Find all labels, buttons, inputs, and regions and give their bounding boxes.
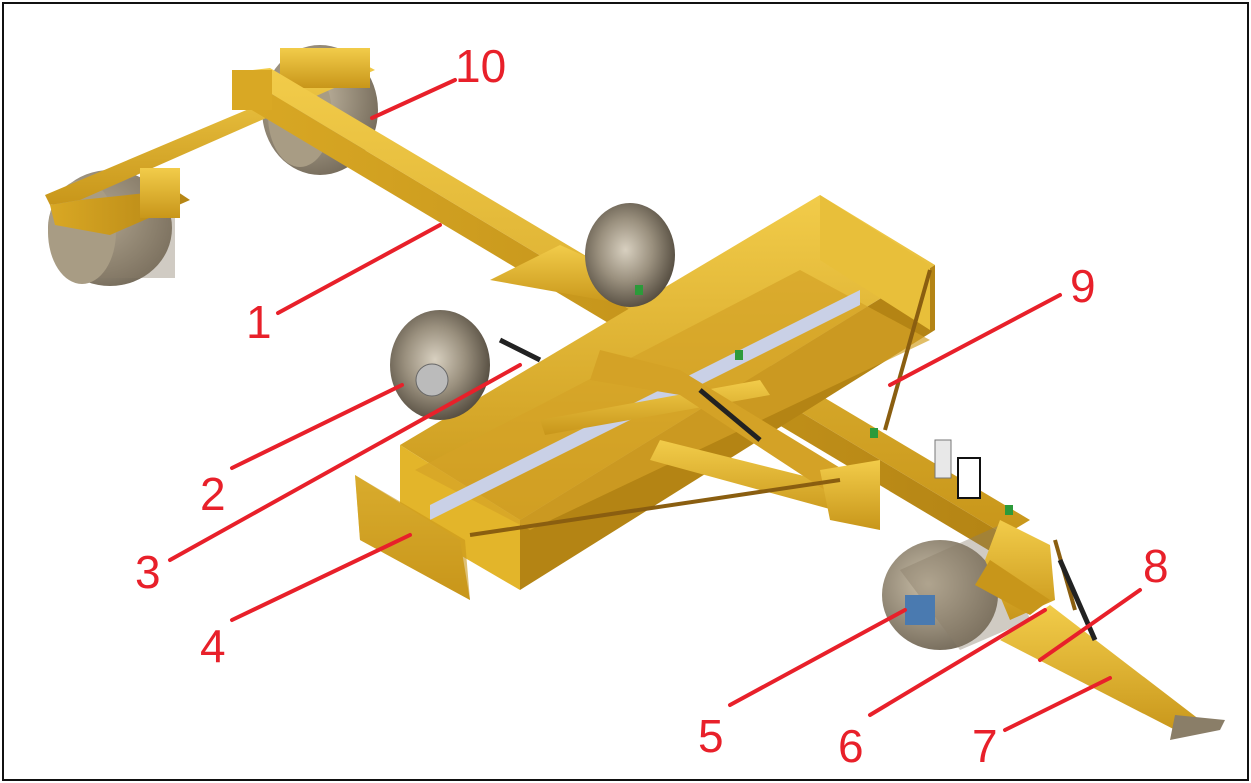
subframe-arms xyxy=(490,245,880,530)
leader-4 xyxy=(230,533,412,622)
leader-1 xyxy=(276,223,442,315)
front-wheel-left xyxy=(390,310,490,420)
callout-labels: 1 2 3 4 5 6 7 8 9 10 xyxy=(135,40,1169,772)
callout-3: 3 xyxy=(135,546,161,598)
callout-6: 6 xyxy=(838,720,864,772)
callout-10: 10 xyxy=(455,40,506,92)
leader-7 xyxy=(1003,676,1112,732)
callout-4: 4 xyxy=(200,620,226,672)
callout-8: 8 xyxy=(1143,540,1169,592)
leader-3 xyxy=(168,363,522,562)
leader-2 xyxy=(230,383,404,470)
callout-1: 1 xyxy=(246,296,272,348)
front-wheel-right xyxy=(585,203,675,307)
callout-9: 9 xyxy=(1070,260,1096,312)
leader-10 xyxy=(370,78,457,120)
leader-5 xyxy=(728,608,907,707)
callout-2: 2 xyxy=(200,468,226,520)
manual-holder xyxy=(934,439,981,499)
hitch-frame xyxy=(975,520,1225,740)
leader-9 xyxy=(888,293,1062,387)
fittings xyxy=(635,285,1013,515)
callout-5: 5 xyxy=(698,710,724,762)
leader-6 xyxy=(868,608,1047,717)
leader-8 xyxy=(1038,588,1142,662)
callout-7: 7 xyxy=(972,720,998,772)
leader-lines xyxy=(168,78,1142,732)
